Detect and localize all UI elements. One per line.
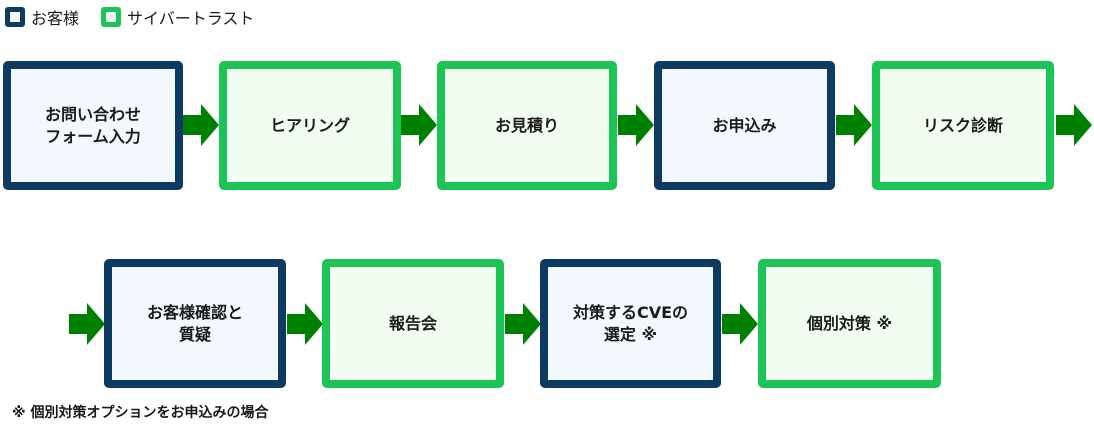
step-risk-assessment: リスク診断 (872, 61, 1054, 190)
legend-swatch-cybertrust (101, 7, 122, 27)
step-individual-countermeasure: 個別対策 ※ (758, 259, 941, 388)
arrow-right-icon (618, 104, 654, 146)
step-cve-selection: 対策するCVEの 選定 ※ (540, 259, 721, 388)
footnote: ※ 個別対策オプションをお申込みの場合 (12, 405, 269, 421)
arrow-right-icon (505, 303, 541, 345)
step-application: お申込み (654, 61, 835, 190)
step-estimate: お見積り (437, 61, 617, 190)
arrow-right-icon (287, 303, 323, 345)
arrow-right-icon (722, 303, 758, 345)
arrow-right-icon (836, 104, 872, 146)
arrow-right-icon (401, 104, 437, 146)
legend-item-cybertrust: サイバートラスト (101, 5, 254, 29)
legend-label-customer: お客様 (31, 9, 80, 28)
legend-swatch-customer (5, 7, 25, 27)
step-report-meeting: 報告会 (322, 259, 504, 388)
legend-label-cybertrust: サイバートラスト (127, 9, 255, 28)
legend: お客様 サイバートラスト (5, 5, 276, 29)
arrow-right-icon (1056, 104, 1092, 146)
arrow-right-icon (183, 104, 219, 146)
step-inquiry-form: お問い合わせ フォーム入力 (3, 61, 183, 190)
step-customer-review: お客様確認と 質疑 (104, 259, 286, 388)
legend-item-customer: お客様 (5, 5, 79, 29)
arrow-right-icon (69, 303, 105, 345)
step-hearing: ヒアリング (219, 61, 401, 190)
